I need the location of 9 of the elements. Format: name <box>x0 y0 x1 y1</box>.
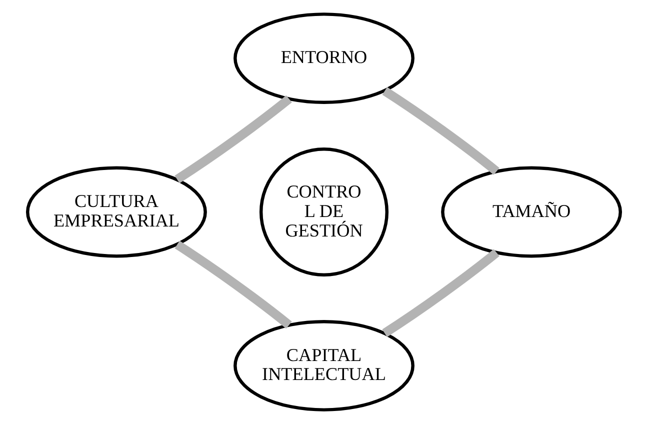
node-ellipse: ENTORNO <box>233 12 414 104</box>
node-ellipse: CAPITAL INTELECTUAL <box>233 319 414 411</box>
node-ellipse: CULTURA EMPRESARIAL <box>25 166 206 258</box>
connector <box>174 94 292 183</box>
connector <box>382 86 499 174</box>
connector <box>382 248 499 336</box>
node-ellipse: TAMAÑO <box>440 166 622 258</box>
node-circle: CONTRO L DE GESTIÓN <box>258 146 388 276</box>
connector <box>174 240 292 328</box>
